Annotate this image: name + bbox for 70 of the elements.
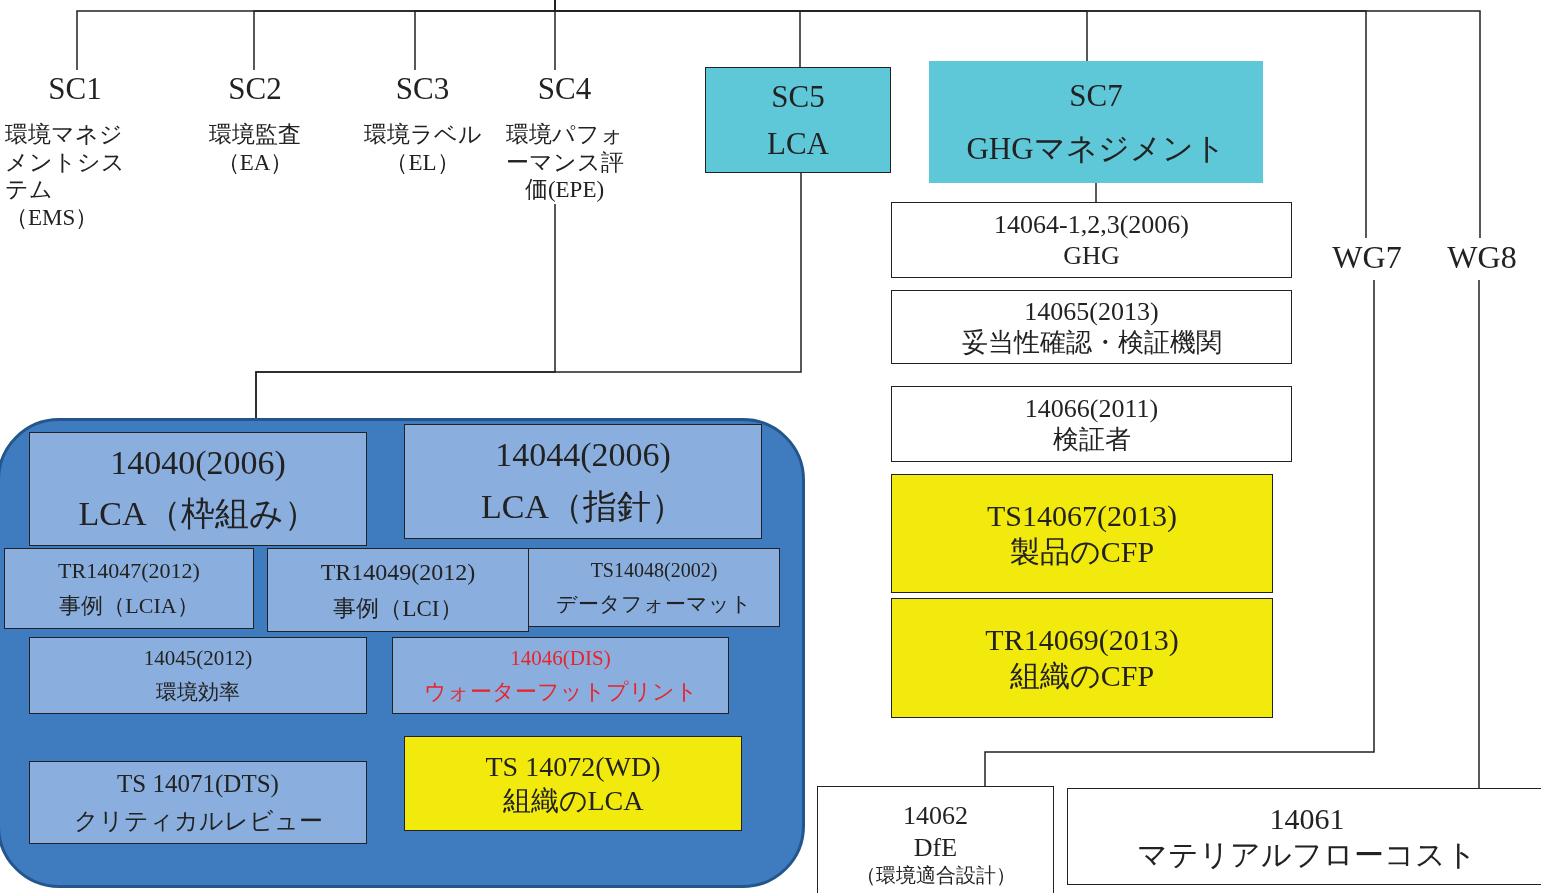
committee-name: SC2 bbox=[228, 70, 282, 108]
standard-number: 14062 bbox=[903, 800, 968, 832]
standard-title: ウォーターフットプリント bbox=[423, 678, 698, 706]
standard-title: 環境効率 bbox=[156, 679, 240, 705]
standard-box bbox=[392, 637, 729, 714]
standard-box bbox=[817, 786, 1054, 893]
standard-box bbox=[528, 548, 780, 627]
connector-line bbox=[1095, 182, 1097, 203]
standard-number: 14066(2011) bbox=[1024, 392, 1159, 424]
standard-box bbox=[404, 424, 762, 539]
standard-number: 14044(2006) bbox=[495, 435, 671, 476]
standard-number: TS14067(2013) bbox=[987, 497, 1177, 534]
committee-scope: LCA bbox=[767, 124, 829, 163]
standard-title: 検証者 bbox=[1052, 424, 1131, 456]
standard-box bbox=[891, 386, 1292, 462]
standard-number: TS14048(2002) bbox=[590, 558, 718, 583]
standard-number: TS 14071(DTS) bbox=[117, 769, 279, 800]
standard-box bbox=[29, 637, 367, 714]
standard-title: 組織のCFP bbox=[1009, 658, 1155, 694]
standard-title: 事例（LCI） bbox=[333, 594, 463, 623]
standard-title: データフォーマット bbox=[556, 591, 752, 617]
standard-title: LCA（枠組み） bbox=[78, 494, 318, 535]
standard-box bbox=[267, 548, 529, 632]
standard-number: TR14069(2013) bbox=[985, 622, 1179, 658]
connector-line bbox=[984, 279, 1375, 787]
standard-title: 事例（LCIA） bbox=[59, 592, 199, 620]
standard-box bbox=[1067, 788, 1541, 885]
standard-number: TR14047(2012) bbox=[58, 557, 200, 585]
committee-name: SC5 bbox=[771, 77, 825, 116]
standard-number: TR14049(2012) bbox=[320, 557, 476, 587]
standard-title: LCA（指針） bbox=[481, 486, 685, 527]
committee-box bbox=[705, 67, 891, 173]
standard-box bbox=[404, 736, 742, 831]
committee-name: SC3 bbox=[395, 70, 450, 108]
standard-box bbox=[891, 202, 1292, 278]
committee-scope: 環境マネジメントシステム（EMS） bbox=[5, 121, 126, 232]
committee-name: SC4 bbox=[537, 70, 592, 108]
standard-number: 14046(DIS) bbox=[510, 645, 611, 671]
standard-title: 組織のLCA bbox=[502, 783, 644, 818]
working-group-name: WG7 bbox=[1332, 238, 1402, 277]
standard-number: 14040(2006) bbox=[110, 443, 286, 484]
standard-title: 製品のCFP bbox=[1009, 533, 1155, 570]
standard-box bbox=[891, 474, 1273, 593]
working-group-name: WG8 bbox=[1447, 238, 1517, 277]
standard-box bbox=[29, 761, 367, 844]
committee-scope: 環境パフォーマンス評価(EPE) bbox=[504, 121, 625, 204]
group-panel bbox=[0, 418, 805, 888]
standard-title: （環境適合設計） bbox=[855, 862, 1016, 887]
standard-box bbox=[4, 548, 254, 629]
standard-number: TS 14072(WD) bbox=[485, 749, 661, 784]
standard-box bbox=[891, 290, 1292, 364]
committee-scope: 環境ラベル（EL） bbox=[362, 121, 483, 177]
committee-scope: GHGマネジメント bbox=[966, 129, 1226, 168]
standard-title: GHG bbox=[1063, 240, 1120, 272]
standard-title: マテリアルフローコスト bbox=[1137, 836, 1477, 873]
standard-box bbox=[29, 432, 367, 546]
standard-number: 14064-1,2,3(2006) bbox=[994, 208, 1189, 240]
standard-number: 14065(2013) bbox=[1024, 295, 1159, 327]
standard-number: 14061 bbox=[1269, 800, 1345, 837]
standard-title: 妥当性確認・検証機関 bbox=[961, 327, 1222, 359]
standard-title: クリティカルレビュー bbox=[73, 806, 323, 836]
committee-name: SC1 bbox=[48, 70, 102, 108]
standard-number: 14045(2012) bbox=[143, 646, 253, 672]
committee-scope: 環境監査（EA） bbox=[208, 121, 302, 177]
connector-line bbox=[255, 172, 802, 419]
connector-line bbox=[1478, 279, 1480, 789]
committee-box bbox=[929, 61, 1263, 183]
standard-box bbox=[891, 598, 1273, 718]
committee-name: SC7 bbox=[1069, 76, 1123, 115]
standard-title: DfE bbox=[913, 831, 958, 863]
